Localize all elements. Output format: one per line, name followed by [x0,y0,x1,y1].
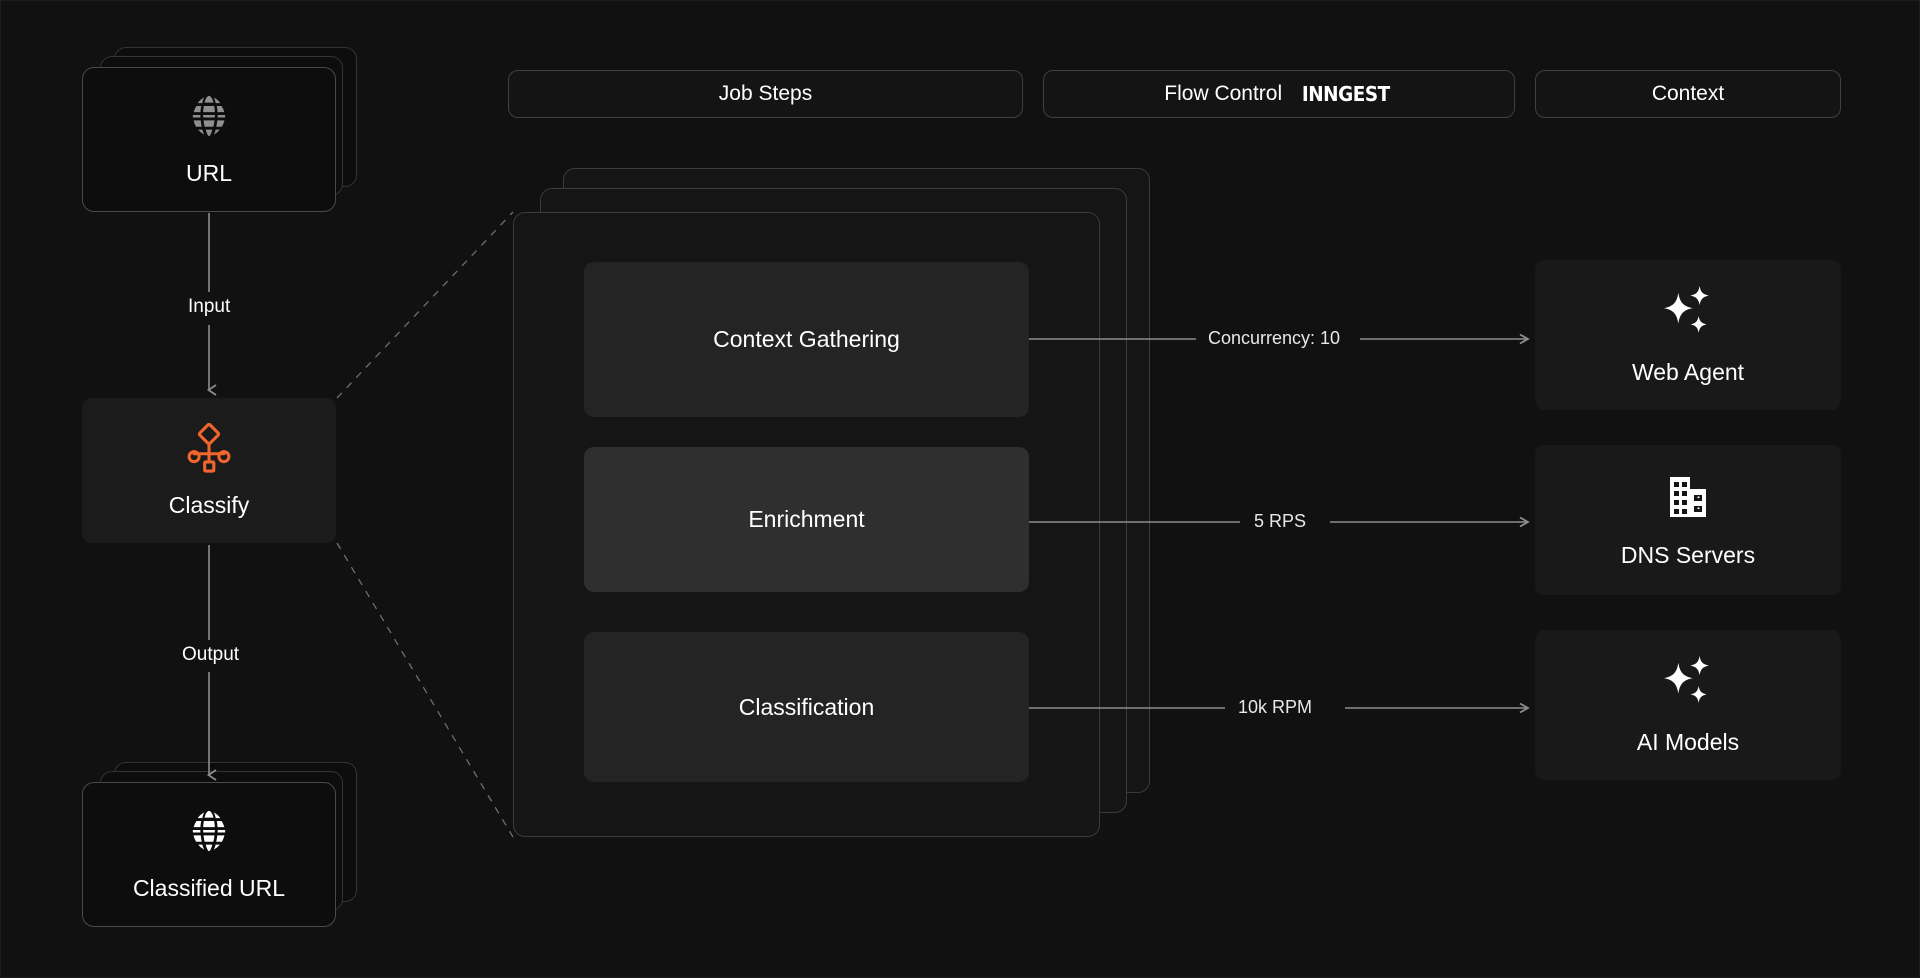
input-node-stack: URL [82,47,357,222]
job-step-enrichment[interactable]: Enrichment [584,447,1029,592]
flow-label-rps: 5 RPS [1244,511,1317,532]
input-node[interactable]: URL [82,67,336,212]
tab-flow-control[interactable]: Flow Control INNGEST [1043,70,1515,118]
job-step-label: Enrichment [748,506,865,532]
inngest-logo: INNGEST [1301,82,1390,106]
tab-job-steps[interactable]: Job Steps [508,70,1023,118]
tab-flow-control-label: Flow Control [1164,82,1283,105]
classify-node-label: Classify [168,491,250,518]
output-node[interactable]: Classified URL [82,782,336,927]
flow-label-concurrency: Concurrency: 10 [1198,328,1351,349]
context-card-dns-servers[interactable]: DNS Servers [1535,445,1841,595]
workflow-icon [184,422,234,478]
flow-label-rpm: 10k RPM [1228,697,1323,718]
job-step-classification[interactable]: Classification [584,632,1029,782]
context-card-web-agent[interactable]: Web Agent [1535,260,1841,410]
input-node-label: URL [185,159,232,186]
classify-node[interactable]: Classify [82,398,336,543]
edge-label-output: Output [172,644,250,666]
context-card-label: Web Agent [1631,359,1745,385]
job-step-label: Classification [738,693,875,720]
building-icon [1662,471,1714,528]
edge-label-input: Input [178,296,241,318]
tab-context-label: Context [1651,82,1725,105]
context-card-ai-models[interactable]: AI Models [1535,630,1841,780]
output-node-label: Classified URL [132,874,286,901]
sparkles-icon [1659,654,1717,715]
job-step-label: Context Gathering [713,326,900,352]
globe-icon [186,93,232,144]
output-node-stack: Classified URL [82,762,357,942]
sparkles-icon [1659,284,1717,345]
tab-context[interactable]: Context [1535,70,1841,118]
tab-job-steps-label: Job Steps [718,82,813,105]
context-card-label: DNS Servers [1620,542,1756,568]
job-step-context-gathering[interactable]: Context Gathering [584,262,1029,417]
globe-icon [186,808,232,859]
context-card-label: AI Models [1636,729,1740,755]
